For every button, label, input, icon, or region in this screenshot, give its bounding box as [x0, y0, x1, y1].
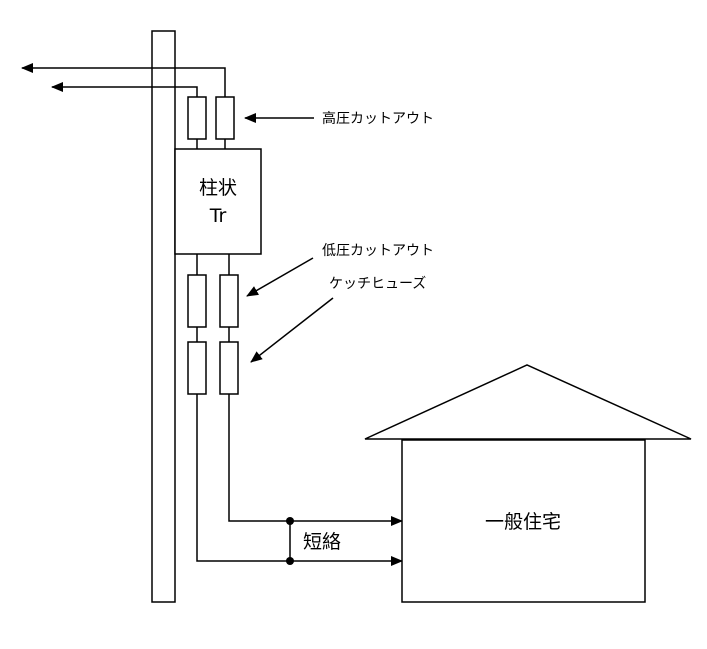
- hv-line-lower: [51, 82, 198, 97]
- catch-fuse-right: [219, 341, 239, 395]
- hv-line-upper: [21, 63, 226, 97]
- short-node-upper: [286, 517, 294, 525]
- house-roof: [364, 364, 692, 440]
- service-line-lower: [196, 394, 403, 566]
- lv-cutout-left: [187, 274, 207, 328]
- short-node-lower: [286, 557, 294, 565]
- pole-transformer: [174, 148, 262, 255]
- utility-pole: [151, 30, 176, 603]
- lv-cutout-arrow: [246, 257, 314, 297]
- service-line-upper: [228, 394, 403, 526]
- transformer-label-line2: Tr: [209, 205, 227, 227]
- lv-cutout-label: 低圧カットアウト: [322, 243, 434, 259]
- hv-cutout-left: [187, 96, 207, 140]
- house-label: 一般住宅: [485, 511, 561, 533]
- short-circuit-label: 短絡: [303, 531, 341, 553]
- transformer-label-line1: 柱状: [199, 177, 237, 199]
- hv-cutout-label: 高圧カットアウト: [322, 110, 434, 127]
- catch-fuse-label: ケッチヒューズ: [329, 276, 426, 292]
- catch-fuse-left: [187, 341, 207, 395]
- house-body: [401, 439, 646, 603]
- lv-cutout-right: [219, 274, 239, 328]
- catch-fuse-arrow: [250, 297, 334, 363]
- hv-cutout-right: [215, 96, 235, 140]
